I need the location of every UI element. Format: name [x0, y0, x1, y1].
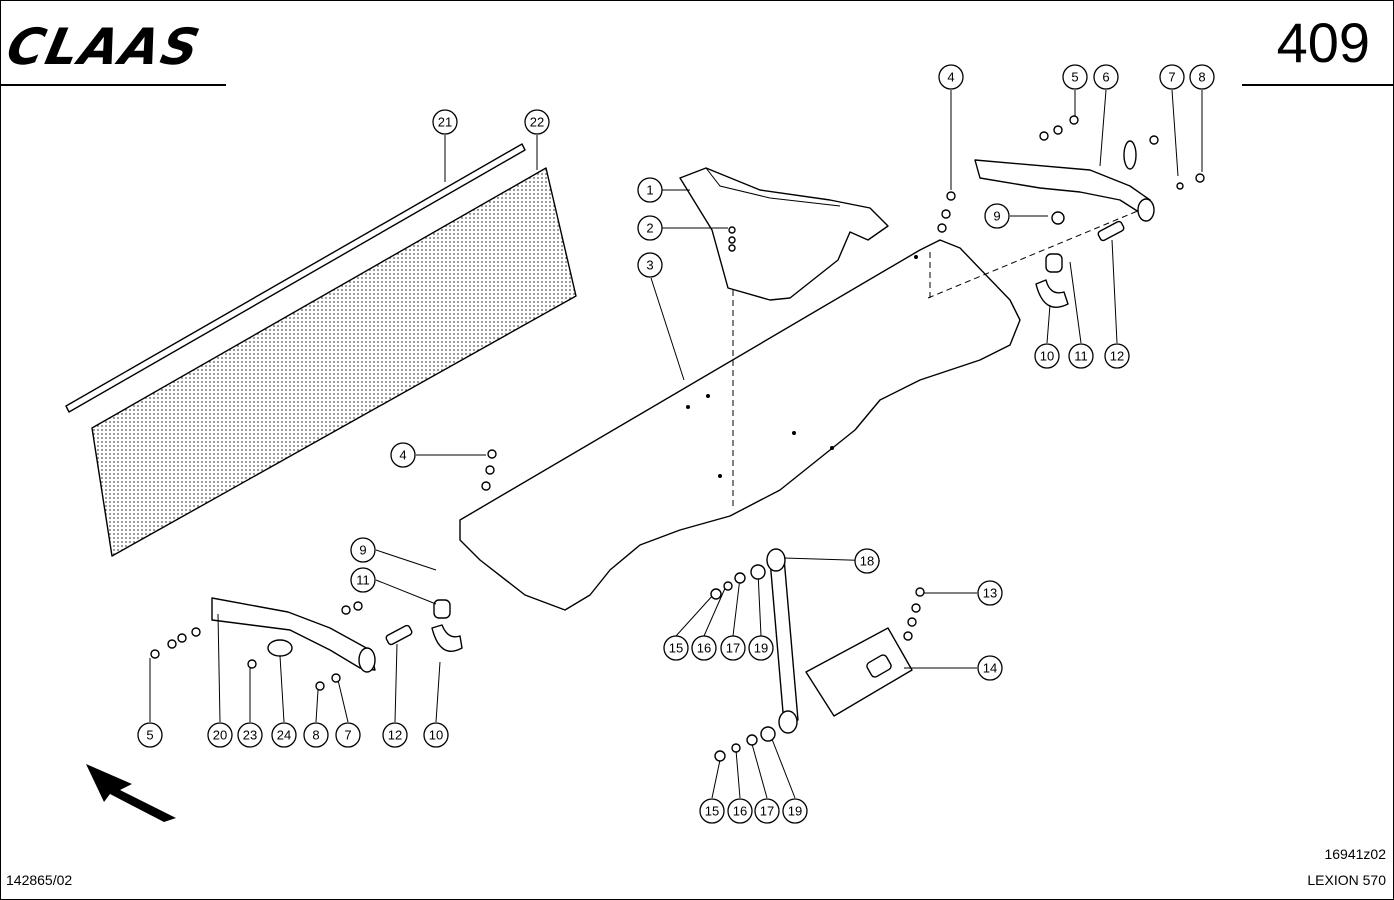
svg-text:18: 18	[860, 554, 874, 569]
clamp-right	[1035, 253, 1069, 308]
callout-7-right: 7	[1159, 64, 1185, 90]
header-rule-right	[1242, 84, 1394, 86]
sheet-code: 142865/02	[6, 872, 73, 888]
svg-text:7: 7	[1168, 70, 1175, 85]
callout-8-left: 8	[303, 722, 329, 748]
svg-text:19: 19	[788, 804, 802, 819]
svg-text:5: 5	[1071, 70, 1078, 85]
main-cover-panel	[459, 239, 1021, 611]
sealing-strip	[65, 143, 526, 413]
header-rule-left	[0, 84, 226, 86]
callout-15-lower: 15	[699, 798, 725, 824]
mesh-screen	[91, 167, 577, 557]
callout-5-right: 5	[1062, 64, 1088, 90]
callout-10-left: 10	[423, 722, 449, 748]
callout-9-right: 9	[984, 203, 1010, 229]
callout-1: 1	[637, 177, 663, 203]
svg-text:12: 12	[1110, 349, 1124, 364]
direction-arrow-icon	[86, 764, 176, 822]
callout-17-upper: 17	[720, 635, 746, 661]
callout-9-left: 9	[350, 537, 376, 563]
callout-4-left: 4	[390, 442, 416, 468]
callout-18: 18	[854, 548, 880, 574]
callout-15-upper: 15	[663, 635, 689, 661]
page-number: 409	[1276, 11, 1370, 74]
callout-19-lower: 19	[782, 798, 808, 824]
svg-text:11: 11	[356, 573, 370, 588]
svg-text:17: 17	[760, 804, 774, 819]
callout-7-left: 7	[335, 722, 361, 748]
callout-4-right: 4	[938, 64, 964, 90]
callout-17-lower: 17	[754, 798, 780, 824]
lower-bracket	[211, 597, 376, 673]
hardware	[150, 115, 1205, 762]
svg-text:14: 14	[983, 661, 997, 676]
callout-11-left: 11	[350, 567, 376, 593]
callout-5-left: 5	[137, 722, 163, 748]
drawing-code: 16941z02	[1324, 846, 1386, 862]
callout-3: 3	[637, 252, 663, 278]
svg-text:11: 11	[1074, 349, 1088, 364]
svg-text:4: 4	[399, 448, 406, 463]
svg-text:20: 20	[213, 728, 227, 743]
svg-text:13: 13	[983, 586, 997, 601]
callout-12-left: 12	[382, 722, 408, 748]
svg-text:17: 17	[726, 641, 740, 656]
callout-21: 21	[432, 109, 458, 135]
callout-19-upper: 19	[748, 635, 774, 661]
model-name: LEXION 570	[1307, 872, 1386, 888]
svg-text:10: 10	[1040, 349, 1054, 364]
deflector-hood	[679, 167, 889, 301]
svg-text:3: 3	[646, 258, 653, 273]
svg-text:6: 6	[1102, 70, 1109, 85]
svg-text:5: 5	[146, 728, 153, 743]
callout-11-right: 11	[1068, 343, 1094, 369]
callout-12-right: 12	[1104, 343, 1130, 369]
callout-16-lower: 16	[727, 798, 753, 824]
svg-text:16: 16	[697, 641, 711, 656]
svg-text:15: 15	[669, 641, 683, 656]
svg-text:9: 9	[359, 543, 366, 558]
callout-23: 23	[237, 722, 263, 748]
upper-bracket	[974, 140, 1155, 222]
callout-10-right: 10	[1034, 343, 1060, 369]
svg-text:16: 16	[733, 804, 747, 819]
svg-text:9: 9	[993, 209, 1000, 224]
clamp-left	[431, 599, 463, 652]
svg-text:15: 15	[705, 804, 719, 819]
leader-lines	[149, 89, 1203, 799]
svg-text:10: 10	[429, 728, 443, 743]
callout-14: 14	[977, 655, 1003, 681]
svg-text:21: 21	[438, 115, 452, 130]
mounting-plate	[805, 627, 913, 717]
svg-text:23: 23	[243, 728, 257, 743]
svg-text:8: 8	[1198, 70, 1205, 85]
callout-20: 20	[207, 722, 233, 748]
svg-text:4: 4	[947, 70, 954, 85]
svg-text:12: 12	[388, 728, 402, 743]
svg-text:8: 8	[312, 728, 319, 743]
callout-6: 6	[1093, 64, 1119, 90]
svg-text:24: 24	[277, 728, 291, 743]
svg-text:22: 22	[530, 115, 544, 130]
svg-text:2: 2	[646, 221, 653, 236]
callout-24: 24	[271, 722, 297, 748]
callout-2: 2	[637, 215, 663, 241]
link-rod	[766, 548, 799, 734]
callout-16-upper: 16	[691, 635, 717, 661]
callout-8-right: 8	[1189, 64, 1215, 90]
svg-text:19: 19	[754, 641, 768, 656]
callout-13: 13	[977, 580, 1003, 606]
svg-text:1: 1	[646, 183, 653, 198]
svg-text:7: 7	[344, 728, 351, 743]
callout-22: 22	[524, 109, 550, 135]
